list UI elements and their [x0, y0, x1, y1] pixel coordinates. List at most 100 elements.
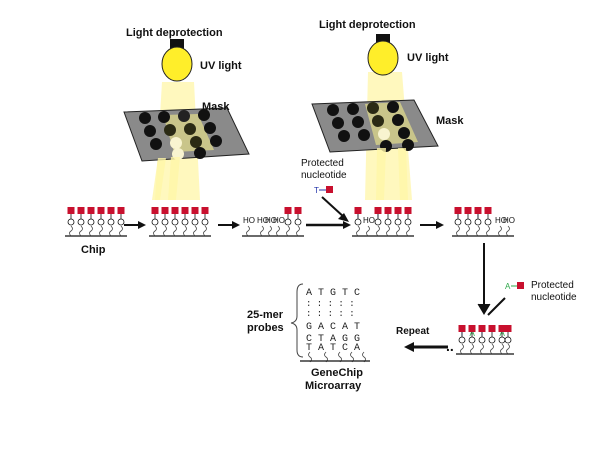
protecting-group [504, 325, 512, 332]
stage-a-added: TATA [456, 325, 514, 355]
arrow-nucleotide-in-2 [487, 297, 506, 316]
arrow-4-head [436, 221, 444, 229]
uv-bulb-2 [367, 40, 399, 76]
oxygen-atom [77, 218, 85, 226]
linker [506, 343, 510, 355]
oxygen-atom [97, 218, 105, 226]
protecting-group [394, 207, 402, 214]
protecting-group [77, 207, 85, 214]
linker [163, 225, 167, 237]
oxygen-atom [464, 218, 472, 226]
oxygen-atom [117, 218, 125, 226]
protecting-group [488, 325, 496, 332]
linker [386, 225, 390, 237]
genechip-label-2: Microarray [305, 380, 362, 392]
genechip-stalks [300, 351, 370, 363]
probe-row-3: : : : : : [306, 309, 355, 319]
arrow-nucleotide-in-head [338, 213, 349, 222]
protected-nucleotide-label-1a: Protected [301, 158, 344, 169]
probe-brace [290, 283, 304, 358]
probe-sequences: A T G T C : : : : : : : : : : G A C A T … [306, 288, 360, 354]
uv-bulb-1 [161, 46, 193, 82]
linker [193, 225, 197, 237]
protecting-group [87, 207, 95, 214]
protecting-group [468, 325, 476, 332]
linker [356, 225, 360, 237]
protecting-group [201, 207, 209, 214]
probe-row-6: T A T C A [306, 343, 360, 354]
protected-nucleotide-label-2a: Protected [531, 280, 574, 291]
mask-1 [123, 107, 250, 162]
linker [498, 225, 502, 237]
arrow-1-head [138, 221, 146, 229]
bulb-base-2 [376, 34, 390, 45]
oxygen-atom [67, 218, 75, 226]
chip-label: Chip [81, 244, 106, 256]
linker [286, 225, 290, 237]
oxygen-atom [171, 218, 179, 226]
protecting-group [284, 207, 292, 214]
linker [490, 343, 494, 355]
protecting-group [117, 207, 125, 214]
oxygen-atom [384, 218, 392, 226]
synthesis-stages: HOHOHOHOTHOTTTHOHOTATA [65, 207, 515, 355]
linker [276, 225, 280, 237]
arrow-3-head [343, 221, 351, 229]
linker [456, 225, 460, 237]
arrow-nucleotide-in [321, 196, 346, 219]
linker [466, 225, 470, 237]
protecting-group [161, 207, 169, 214]
protecting-group [294, 207, 302, 214]
linker [183, 225, 187, 237]
protecting-group [474, 207, 482, 214]
linker [268, 225, 272, 237]
linker [203, 225, 207, 237]
light-beam-2b [376, 148, 386, 200]
oxygen-atom [294, 218, 302, 226]
protected-nucleotide-label-1b: nucleotide [301, 170, 347, 181]
protecting-group [107, 207, 115, 214]
protecting-group [181, 207, 189, 214]
protecting-group [67, 207, 75, 214]
oxygen-atom [151, 218, 159, 226]
hydroxyl-group: HO [495, 216, 507, 225]
light-beam-2c [398, 148, 408, 200]
protecting-group [384, 207, 392, 214]
probe-row-1: A T G T C [306, 288, 360, 299]
protected-a-nucleotide: A [505, 282, 524, 291]
repeat-dots: .. [446, 338, 454, 354]
protecting-group [171, 207, 179, 214]
protecting-group [404, 207, 412, 214]
mask-label-2: Mask [436, 115, 464, 127]
linker [260, 225, 264, 237]
protecting-group [498, 325, 506, 332]
oxygen-atom [488, 336, 496, 344]
hydroxyl-group: HO [243, 216, 255, 225]
arrow-repeat-head [404, 342, 414, 352]
arrow-2-head [232, 221, 240, 229]
light-deprotection-label-1: Light deprotection [126, 27, 223, 39]
linker [89, 225, 93, 237]
mask-2 [311, 99, 439, 153]
probe-row-2: : : : : : [306, 299, 355, 309]
protecting-group [484, 207, 492, 214]
linker [79, 225, 83, 237]
linker [506, 225, 510, 237]
oxygen-atom [284, 218, 292, 226]
hydroxyl-group: HO [363, 216, 375, 225]
protecting-group [97, 207, 105, 214]
linker [99, 225, 103, 237]
mask-label-1: Mask [202, 101, 230, 113]
oxygen-atom [394, 218, 402, 226]
probes-label-2: probes [247, 322, 284, 334]
hydroxyl-group: HO [257, 216, 269, 225]
oxygen-atom [107, 218, 115, 226]
protecting-group [191, 207, 199, 214]
oxygen-atom [191, 218, 199, 226]
linker [486, 225, 490, 237]
linker [246, 225, 250, 237]
oxygen-atom [181, 218, 189, 226]
linker [480, 343, 484, 355]
